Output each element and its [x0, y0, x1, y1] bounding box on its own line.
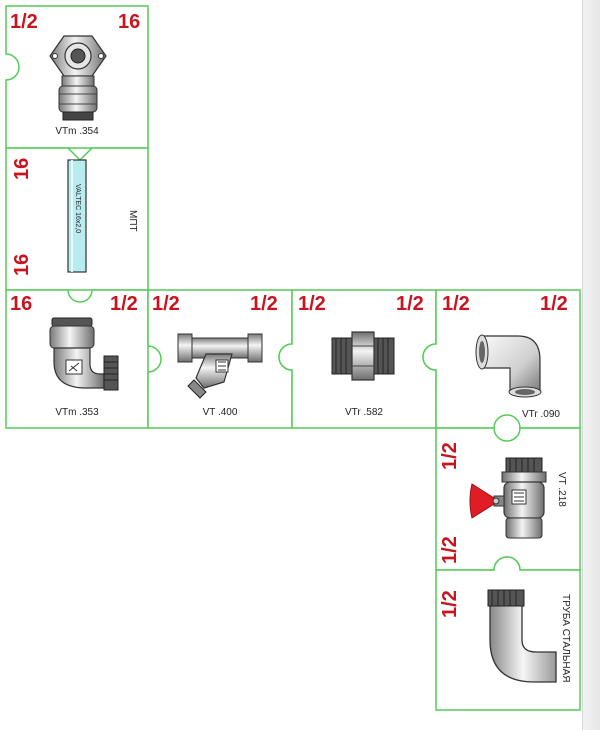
fitting-code: VT .218	[556, 472, 567, 507]
scrollbar-track[interactable]	[582, 0, 600, 730]
size-bottom: 1/2	[439, 536, 461, 564]
size-left: 1/2	[10, 11, 38, 33]
tile-steel-pipe: 1/2 ТРУБА СТАЛЬНАЯ	[435, 556, 581, 711]
tile-vtr582: 1/2 1/2 VTr .582	[278, 289, 437, 429]
size-bottom: 16	[11, 253, 33, 276]
size-left: 16	[10, 293, 33, 315]
size-right: 1/2	[110, 293, 138, 315]
steel-pipe-bend-icon	[487, 589, 557, 683]
tile-vt218: 1/2 1/2 VT .218	[435, 427, 581, 571]
size-right: 1/2	[540, 293, 568, 315]
size-left: 1/2	[442, 293, 470, 315]
y-strainer-icon	[177, 333, 263, 399]
fitting-code: VTm .354	[55, 126, 99, 137]
tile-mpt: 16 16 VALTEC 16x2,0 МПТ	[5, 147, 149, 291]
size-left: 1/2	[152, 293, 180, 315]
tile-vt400: 1/2 1/2 VT .400	[147, 289, 293, 429]
size-right: 1/2	[250, 293, 278, 315]
threaded-elbow-icon	[475, 334, 542, 398]
size-left: 1/2	[298, 293, 326, 315]
fitting-code: VTr .090	[522, 409, 560, 420]
fitting-code: VT .400	[202, 407, 238, 418]
tile-vtm354: 1/2 16 VTm .354	[5, 5, 149, 149]
tile-vtr090: 1/2 1/2 VTr .090	[422, 289, 581, 429]
tile-vtm353: 16 1/2 VTm .353	[5, 289, 149, 429]
pipe-type-label: МПТ	[127, 210, 138, 232]
pipe-type-label: ТРУБА СТАЛЬНАЯ	[560, 594, 571, 683]
fitting-code: VTr .582	[345, 407, 383, 418]
size-top: 16	[11, 157, 33, 180]
hex-nipple-icon	[331, 331, 395, 381]
size-right: 16	[118, 11, 141, 33]
ball-valve-butterfly-icon	[469, 457, 547, 539]
metal-plastic-pipe-icon	[67, 159, 87, 273]
size-top: 1/2	[439, 590, 461, 618]
pipe-marking: VALTEC 16x2,0	[74, 184, 81, 234]
size-top: 1/2	[439, 442, 461, 470]
wall-mount-elbow-icon	[49, 35, 107, 121]
size-right: 1/2	[396, 293, 424, 315]
fitting-code: VTm .353	[55, 407, 99, 418]
press-elbow-male-icon	[49, 317, 119, 391]
